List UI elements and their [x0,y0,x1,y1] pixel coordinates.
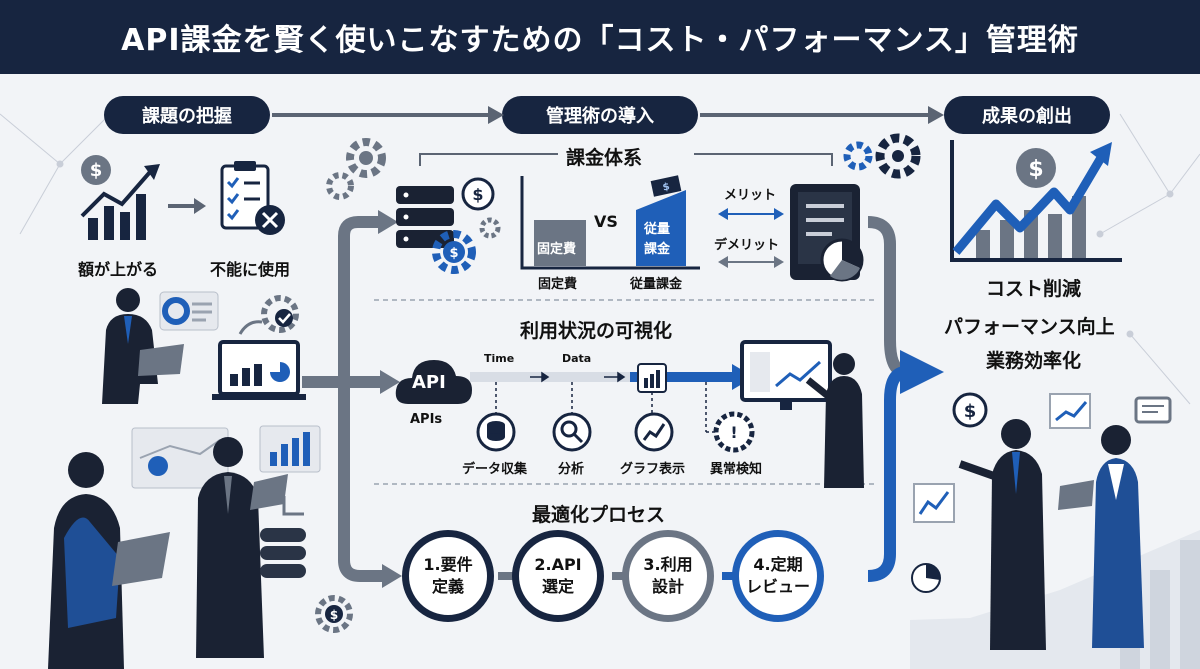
viz-item-anomaly: 異常検知 [710,462,763,477]
pricing-comparison-chart: $ [520,175,700,270]
stage-management-label: 管理術の導入 [546,106,654,127]
flow-arrows-top [272,106,944,124]
arrow-right-icon [168,198,206,214]
svg-text:$: $ [964,401,977,422]
result-efficiency: 業務効率化 [986,350,1082,372]
merit-arrows [718,208,784,220]
usage-label: 従量課金 [630,277,683,292]
growth-chart-icon: $ [950,140,1122,262]
viz-item-analyze: 分析 [558,462,585,477]
analyst-silhouette [102,288,306,404]
unusable-label: 不能に使用 [210,260,291,279]
step-3-usage-design: 3.利用 設計 [622,530,714,622]
step-2-line1: 2.API [534,555,582,574]
apis-label: APIs [410,412,443,427]
svg-text:$: $ [90,160,103,181]
step-2-api-selection: 2.API 選定 [512,530,604,622]
result-cost-reduction: コスト削減 [986,278,1082,300]
step-4-periodic-review: 4.定期 レビュー [732,530,824,622]
api-cloud-icon [395,360,472,404]
title-bar: API課金を賢く使いこなすための「コスト・パフォーマンス」管理術 [0,0,1200,74]
viz-step-icons: ! [476,411,755,453]
stage-problem-label: 課題の把握 [142,106,232,127]
svg-text:$: $ [1028,157,1043,182]
pricing-heading: 課金体系 [566,147,643,169]
gears-icon [326,138,386,200]
gears-right-icon [843,133,921,179]
optimization-heading: 最適化プロセス [532,504,666,526]
usage-bar-line2: 課金 [644,242,671,257]
stage-problem-pill: 課題の把握 [104,96,270,134]
step-2-line2: 選定 [541,577,574,596]
api-cloud-label: API [412,372,446,393]
data-pipeline-arrow [470,363,754,433]
step-3-line1: 3.利用 [643,555,693,574]
svg-text:!: ! [730,423,737,442]
presenter-monitor-icon [740,340,864,488]
svg-text:$: $ [662,181,671,193]
results-team-silhouettes: $ [910,392,1200,669]
step-4-line2: レビュー [745,577,810,596]
fixed-label: 固定費 [538,277,578,292]
svg-text:$: $ [330,608,338,622]
report-document-icon [790,184,864,282]
svg-text:$: $ [472,185,483,204]
team-silhouettes: $ [48,425,353,669]
svg-text:$: $ [449,246,458,261]
stage-management-pill: 管理術の導入 [502,96,698,134]
step-4-line1: 4.定期 [753,555,803,574]
cost-rising-chart-icon: $ [80,155,160,240]
time-label: Time [484,352,515,365]
step-1-line2: 定義 [431,577,464,596]
checklist-error-icon [220,161,285,235]
result-performance: パフォーマンス向上 [944,316,1115,338]
merit-label: メリット [724,188,777,203]
stage-result-label: 成果の創出 [982,106,1072,127]
demerit-label: デメリット [714,238,780,253]
visualization-heading: 利用状況の可視化 [520,320,673,342]
step-3-line2: 設計 [651,577,684,596]
pricing-bracket [419,153,833,166]
step-1-requirements: 1.要件 定義 [402,530,494,622]
vs-label: VS [594,212,618,231]
demerit-arrows [718,256,784,268]
viz-item-collect: データ収集 [462,462,528,477]
fixed-bar-label: 固定費 [537,242,577,257]
database-dollar-icon: $ $ [396,177,501,274]
usage-bar-line1: 従量 [644,222,671,237]
page-title: API課金を賢く使いこなすための「コスト・パフォーマンス」管理術 [121,23,1079,58]
cost-up-label: 額が上がる [78,260,159,279]
viz-item-graph: グラフ表示 [620,462,686,477]
stage-result-pill: 成果の創出 [944,96,1110,134]
step-1-line1: 1.要件 [423,555,473,574]
data-label: Data [562,352,592,365]
